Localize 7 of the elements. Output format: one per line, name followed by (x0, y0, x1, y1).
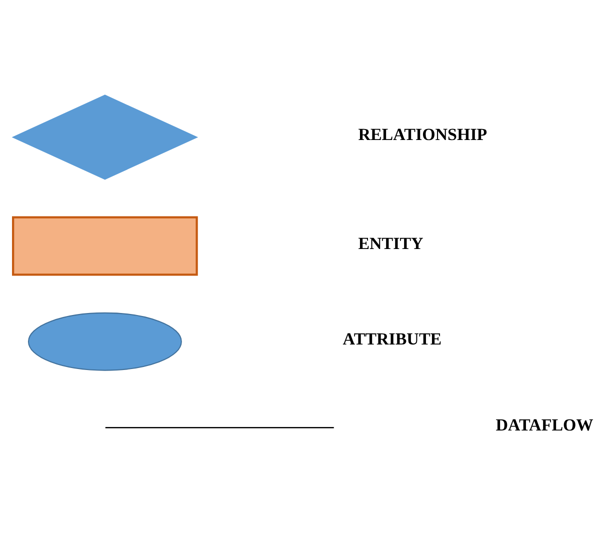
node-diamond (12, 94, 198, 180)
node-box (12, 216, 198, 276)
legend-label: ATTRIBUTE (342, 330, 442, 349)
node-ellipse (28, 312, 182, 371)
legend-label: RELATIONSHIP (358, 125, 488, 144)
legend-label: ENTITY (358, 234, 424, 254)
legend-label: DATAFLOW (496, 416, 594, 435)
